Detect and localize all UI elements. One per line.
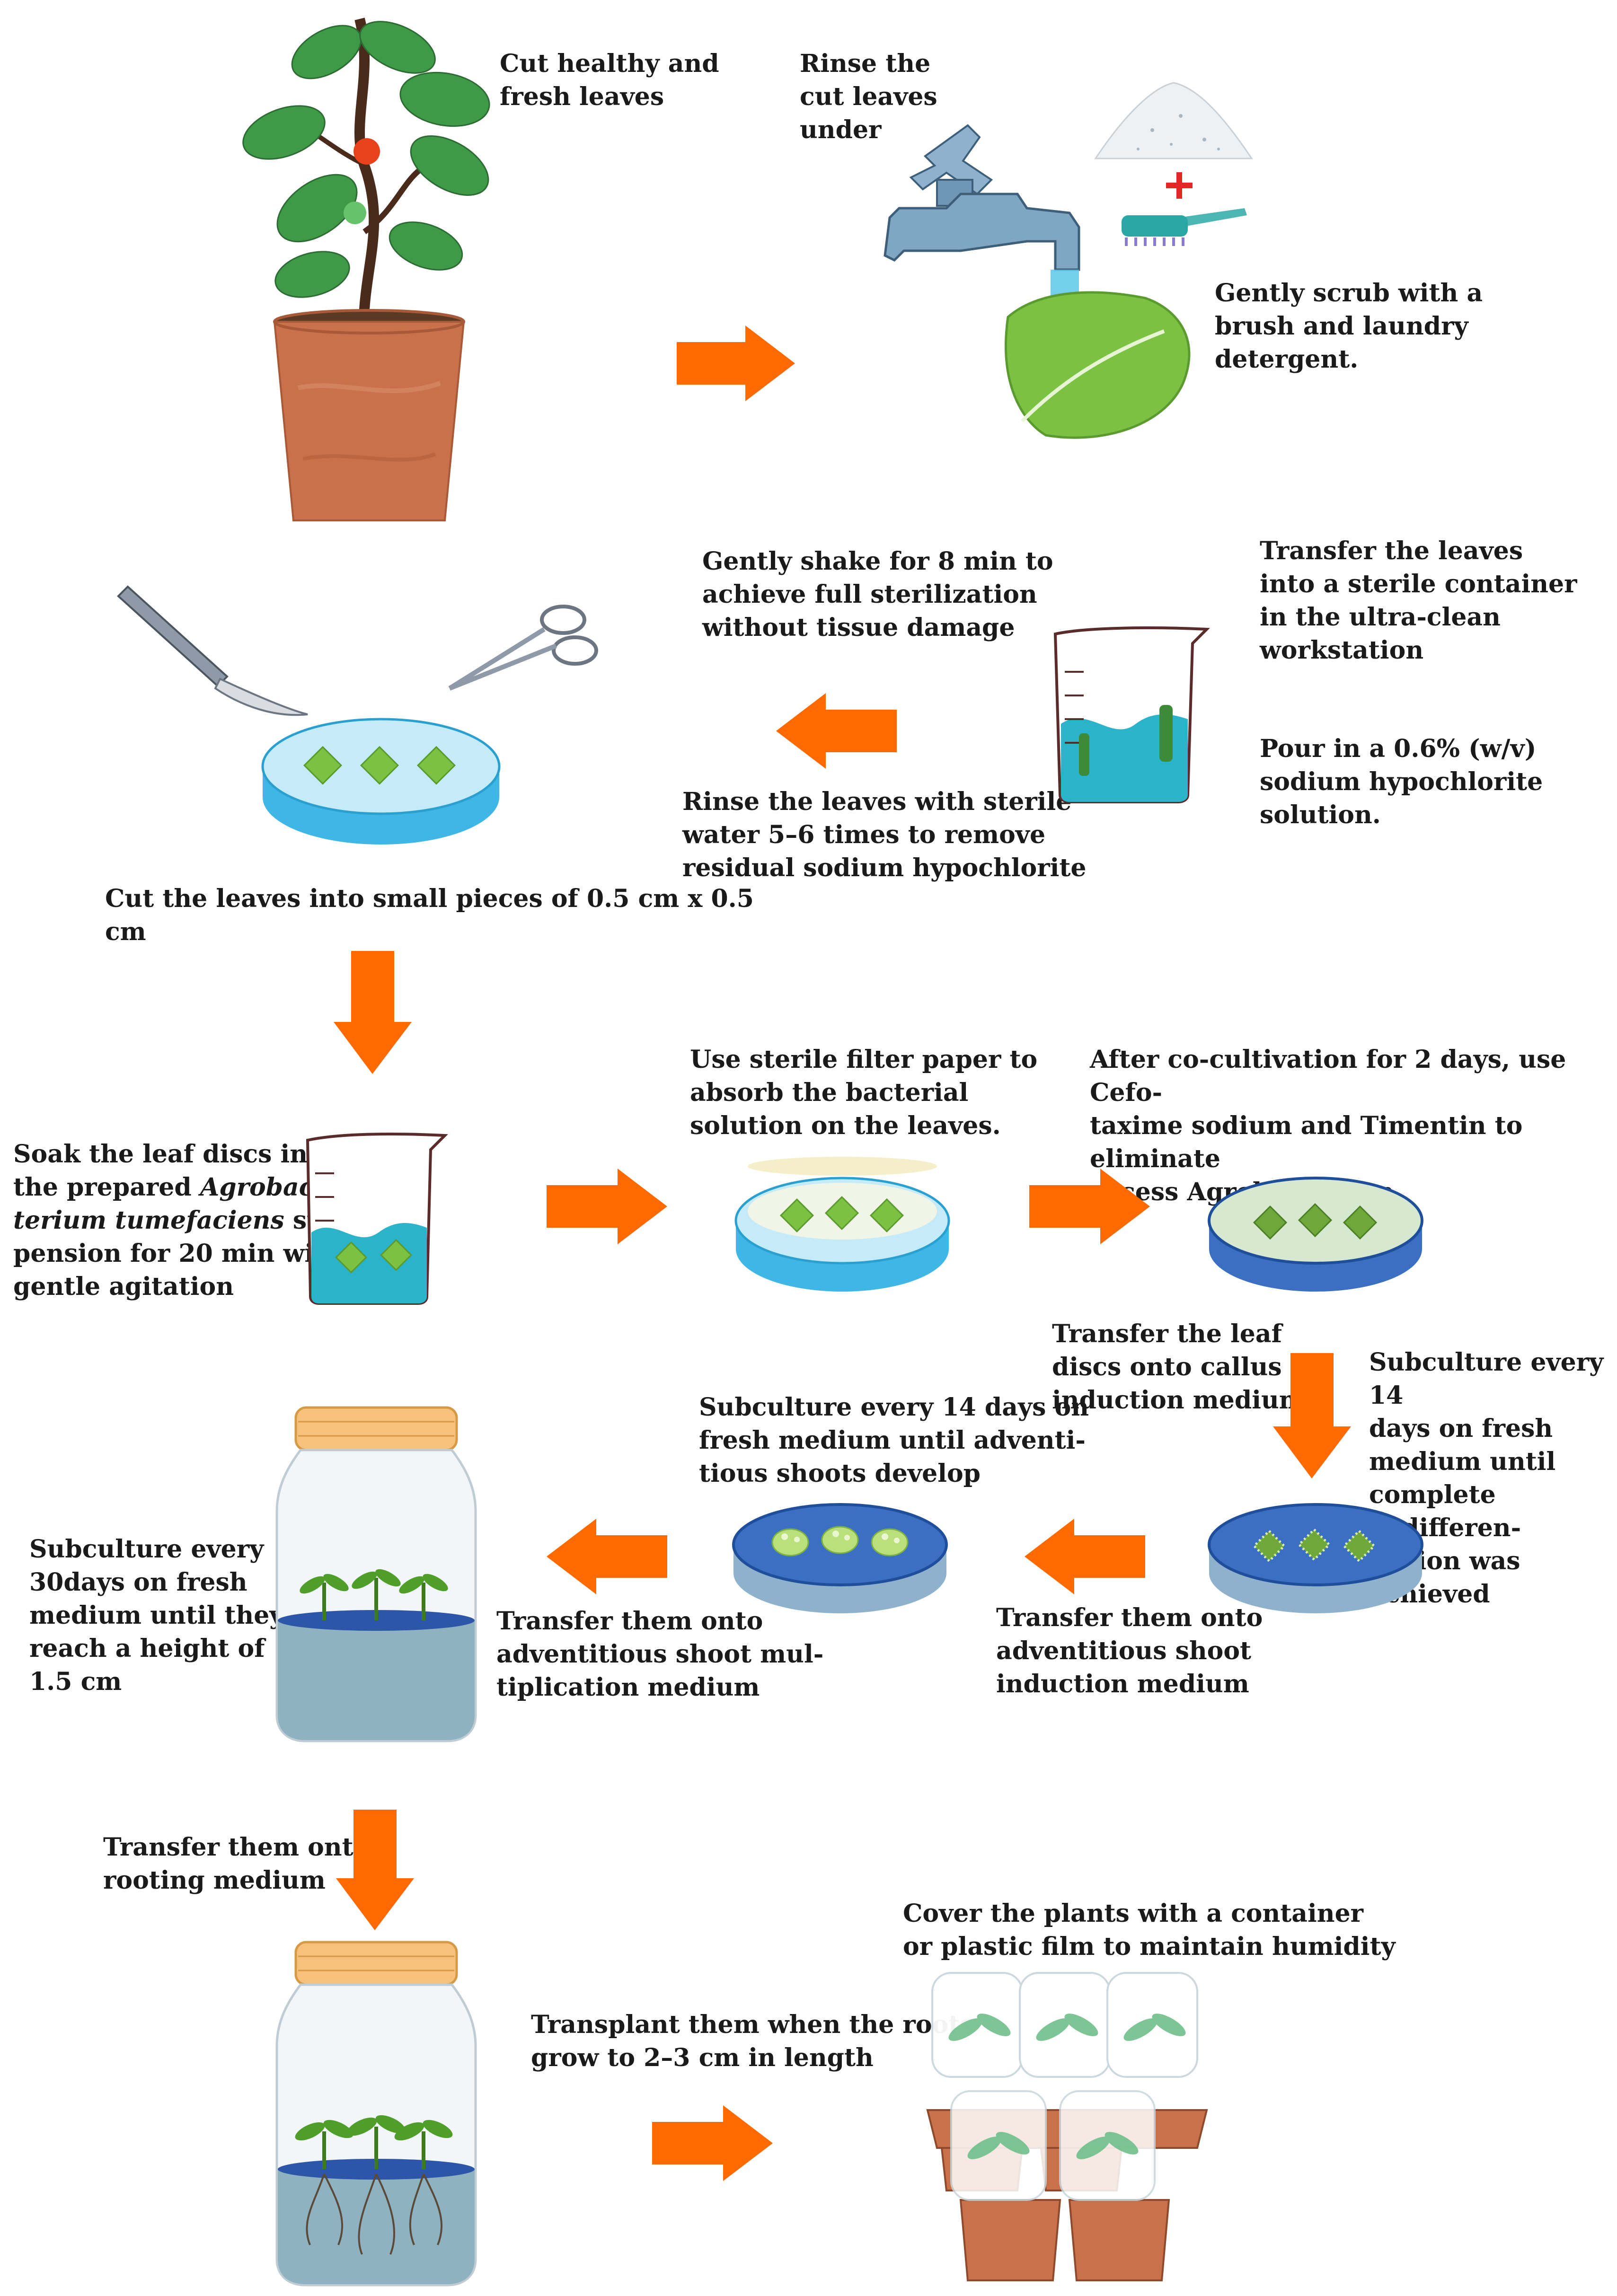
step-subculture-shoots-label: Subculture every 14 days on fresh medium…	[699, 1393, 1089, 1488]
step-soak-label: Soak the leaf discs in the prepared Agro…	[13, 1140, 349, 1301]
faucet-rinse-illustration	[884, 124, 1191, 439]
arrow-down-9	[336, 1810, 414, 1930]
step-cocultivation-label: After co-cultivation for 2 days, use Cef…	[1090, 1045, 1566, 1206]
detergent-powder-icon	[1094, 82, 1253, 159]
arrow-left-7	[1025, 1519, 1145, 1594]
petri-dish-callus	[1208, 1503, 1423, 1613]
plus-icon	[1166, 172, 1193, 199]
scrub-brush-icon	[1122, 208, 1247, 246]
step-rinse-label: Rinse the cut leaves under	[800, 49, 937, 144]
arrow-down-3	[334, 951, 412, 1074]
step-cut-pieces-label: Cut the leaves into small pieces of 0.5 …	[105, 884, 754, 946]
step-subculture-30days-label: Subculture every 30days on fresh medium …	[29, 1535, 284, 1696]
arrow-right-1	[677, 325, 795, 401]
arrow-right-4	[547, 1169, 667, 1244]
step-shoot-multiplication-label: Transfer them onto adventitious shoot mu…	[496, 1607, 824, 1702]
step-hypochlorite-label: Pour in a 0.6% (w/v) sodium hypochlorite…	[1260, 734, 1543, 829]
covered-pots-illustration	[926, 1972, 1208, 2281]
potted-plant-illustration	[242, 18, 490, 521]
arrow-left-8	[547, 1519, 667, 1594]
step-filter-paper-label: Use sterile filter paper to absorb the b…	[690, 1045, 1038, 1140]
arrow-right-10	[652, 2105, 773, 2181]
step-humidity-label: Cover the plants with a container or pla…	[903, 1899, 1396, 1961]
arrow-right-5	[1029, 1169, 1150, 1244]
scissors-icon	[448, 605, 598, 691]
step-scrub-label: Gently scrub with a brush and laundry de…	[1215, 279, 1483, 374]
beaker-agrobacterium	[306, 1133, 448, 1305]
scalpel-icon	[117, 585, 308, 716]
jar-shoot-multiplication	[275, 1406, 477, 1742]
step-callus-induction-label: Transfer the leaf discs onto callus indu…	[1052, 1320, 1305, 1415]
petri-dish-filter-paper	[734, 1157, 950, 1292]
beaker-hypochlorite	[1053, 626, 1210, 803]
step-rinse-sterile-label: Rinse the leaves with sterile water 5–6 …	[682, 787, 1087, 882]
jar-rooting	[275, 1941, 477, 2287]
step-transplant-label: Transplant them when the roots grow to 2…	[531, 2010, 974, 2072]
step-shoot-induction-label: Transfer them onto adventitious shoot in…	[996, 1603, 1263, 1698]
arrow-down-6	[1273, 1353, 1351, 1478]
petri-dish-cut-leaves	[261, 718, 501, 845]
petri-dish-shoots	[732, 1503, 948, 1613]
step-cut-leaves-label: Cut healthy and fresh leaves	[500, 49, 719, 111]
step-rooting-label: Transfer them onto rooting medium	[103, 1833, 370, 1895]
step-shake-label: Gently shake for 8 min to achieve full s…	[702, 547, 1053, 642]
step-transfer-container-label: Transfer the leaves into a sterile conta…	[1260, 537, 1577, 665]
petri-dish-cocultivation	[1208, 1177, 1423, 1292]
arrow-left-2	[776, 693, 897, 769]
